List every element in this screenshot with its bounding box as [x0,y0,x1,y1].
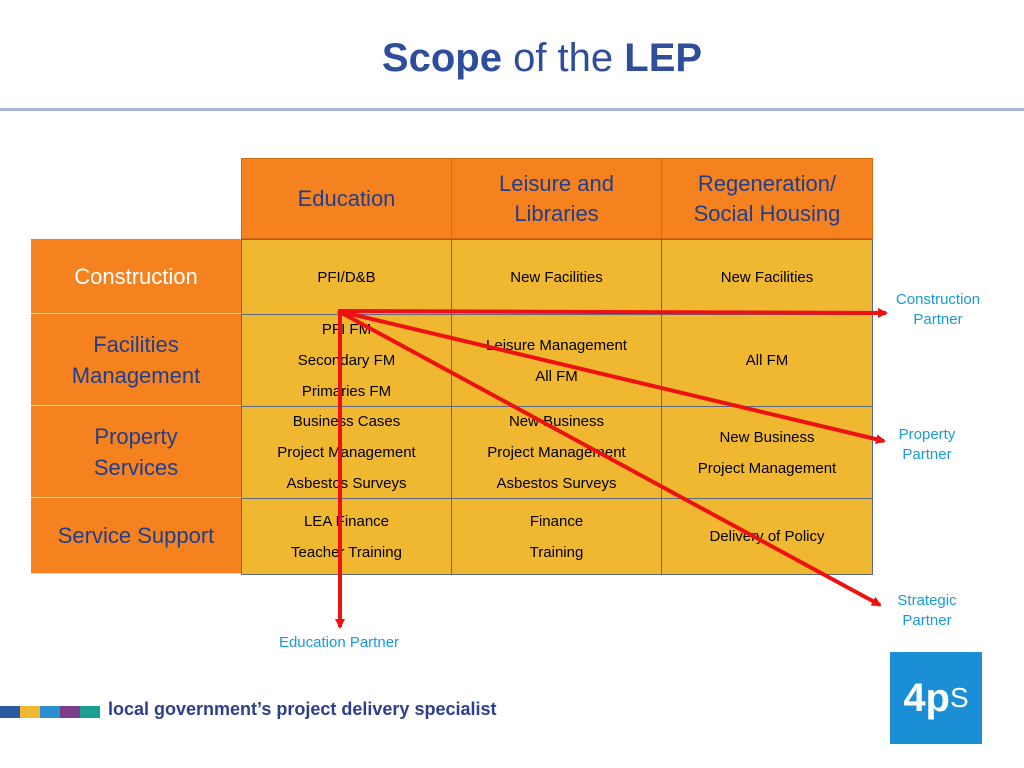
cell-support-leisure: Finance Training [451,498,662,575]
footer-strip-blue [0,706,20,718]
label-education-partner: Education Partner [278,634,400,651]
column-header-leisure: Leisure and Libraries [451,158,662,239]
cell-facilities-regeneration: All FM [661,314,873,407]
row-header-service-support: Service Support [31,498,241,574]
row-header-facilities: Facilities Management [31,314,241,406]
label-construction-partner: Construction Partner [895,291,981,328]
column-header-education: Education [241,158,452,239]
cell-construction-regeneration: New Facilities [661,239,873,315]
arrow-construction-partner [337,307,888,318]
title-part-scope: Scope [381,36,502,80]
column-header-regeneration: Regeneration/ Social Housing [661,158,873,239]
page-title: Scope of the LEP [0,36,1024,81]
footer-tagline: local government’s project delivery spec… [108,699,497,719]
cell-construction-leisure: New Facilities [451,239,662,315]
footer-strip-teal [80,706,100,718]
row-header-property: Property Services [31,406,241,498]
arrow-strategic-partner [337,309,882,607]
cell-property-education: Business Cases Project Management Asbest… [241,406,452,499]
title-part-of-the: of the [501,36,625,80]
cell-property-leisure: New Business Project Management Asbestos… [451,406,662,499]
row-header-construction: Construction [31,239,241,314]
label-strategic-partner: Strategic Partner [897,592,957,629]
title-divider [0,108,1024,111]
label-property-partner: Property Partner [898,426,956,463]
title-part-lep: LEP [624,36,703,80]
footer-strip-yellow [20,706,40,718]
cell-support-education: LEA Finance Teacher Training [241,498,452,575]
arrow-property-partner [337,309,886,445]
cell-support-regeneration: Delivery of Policy [661,498,873,575]
footer-strip-purple [60,706,80,718]
cell-property-regeneration: New Business Project Management [661,406,873,499]
footer-strip-lightblue [40,706,60,718]
